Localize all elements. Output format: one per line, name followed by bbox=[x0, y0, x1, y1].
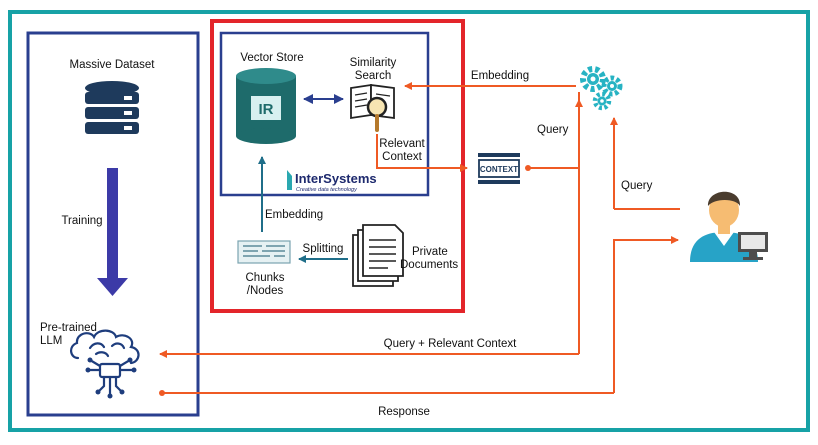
label-chunks-nodes: Chunks/Nodes bbox=[246, 272, 285, 297]
intersystems-brand: InterSystems bbox=[295, 171, 377, 186]
gears-icon bbox=[580, 66, 623, 111]
context-tag-text: CONTEXT bbox=[480, 165, 518, 174]
brain-circuit-icon bbox=[70, 329, 140, 398]
relevant-context-arrow bbox=[376, 134, 468, 172]
label-splitting: Splitting bbox=[303, 243, 344, 255]
label-massive-dataset: Massive Dataset bbox=[69, 59, 155, 71]
label-query-right: Query bbox=[621, 180, 653, 192]
outer-frame bbox=[8, 10, 810, 432]
user-computer-icon bbox=[690, 191, 768, 262]
document-chunks-icon bbox=[237, 240, 291, 264]
label-embedding-inner: Embedding bbox=[265, 209, 323, 221]
response-return-line bbox=[613, 236, 679, 393]
intersystems-logo: InterSystems Creative data technology bbox=[287, 170, 377, 193]
database-cylinder-icon: IR bbox=[236, 68, 296, 144]
document-stack-icon bbox=[352, 224, 404, 287]
training-arrow bbox=[97, 168, 128, 296]
label-query-middle: Query bbox=[537, 124, 569, 136]
database-icon bbox=[85, 81, 139, 134]
context-tag-icon: CONTEXT bbox=[478, 153, 520, 184]
label-vector-store: Vector Store bbox=[240, 52, 303, 64]
label-response: Response bbox=[378, 406, 430, 418]
llm-column-box bbox=[26, 31, 200, 417]
label-embedding-outer: Embedding bbox=[471, 70, 529, 82]
vector-store-box bbox=[219, 31, 430, 197]
label-training: Training bbox=[61, 215, 102, 227]
ir-badge: IR bbox=[259, 101, 274, 118]
label-query-relevant-context: Query + Relevant Context bbox=[384, 338, 517, 350]
document-magnifier-icon bbox=[350, 83, 395, 132]
intersystems-tagline: Creative data technology bbox=[296, 187, 358, 193]
